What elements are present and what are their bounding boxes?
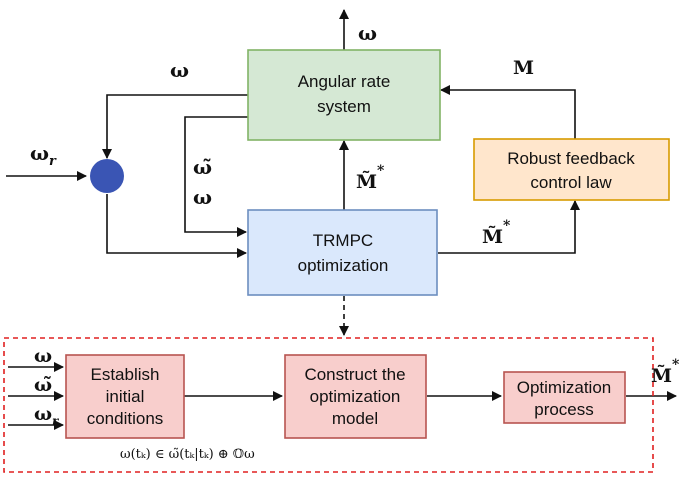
robust-feedback-line-1: Robust feedback xyxy=(507,149,635,168)
svg-text:ω: ω xyxy=(30,141,49,165)
summing-junction xyxy=(90,159,124,193)
svg-text:ω: ω xyxy=(34,403,52,425)
trmpc-block: TRMPC optimization xyxy=(247,209,438,296)
label-omega-feedback: ω xyxy=(170,58,189,82)
establish-line-1: Establish xyxy=(91,365,160,384)
trmpc-line-1: TRMPC xyxy=(313,231,373,250)
establish-conditions-block: Establish initial conditions xyxy=(65,354,185,439)
angular-rate-line-2: system xyxy=(317,97,371,116)
trmpc-detail-frame xyxy=(3,337,654,473)
robust-feedback-block: Robust feedback control law xyxy=(473,138,670,201)
opt-process-line-2: process xyxy=(534,400,594,419)
establish-line-2: initial xyxy=(106,387,145,406)
arrow-trmpc-to-feedback xyxy=(438,200,580,254)
construct-model-block: Construct the optimization model xyxy=(284,354,427,439)
label-input-omega: ω xyxy=(34,345,52,367)
label-output-M-tilde-star: M̃ * xyxy=(651,357,680,387)
opt-process-line-1: Optimization xyxy=(517,378,611,397)
angular-rate-line-1: Angular rate xyxy=(298,72,391,91)
label-M-tilde-star-vertical: M̃ * xyxy=(356,163,385,193)
label-omega-r: ω r xyxy=(30,141,57,169)
label-omega-state: ω xyxy=(193,185,212,209)
label-omega-output: ω xyxy=(358,21,377,45)
label-M: M xyxy=(513,57,534,79)
svg-text:M̃: M̃ xyxy=(482,226,503,248)
svg-text:*: * xyxy=(503,218,511,234)
label-omega-tilde: ω̃ xyxy=(193,155,212,179)
robust-feedback-line-2: control law xyxy=(530,173,612,192)
svg-text:*: * xyxy=(377,163,385,179)
svg-text:r: r xyxy=(52,414,60,428)
label-input-omega-tilde: ω̃ xyxy=(34,374,52,396)
svg-text:r: r xyxy=(49,154,57,169)
constraint-expression: ω(tₖ) ∈ ω̃(tₖ|tₖ) ⊕ 𝕆ω xyxy=(120,447,255,462)
construct-line-2: optimization xyxy=(310,387,401,406)
trmpc-line-2: optimization xyxy=(298,256,389,275)
construct-line-1: Construct the xyxy=(304,365,405,384)
label-M-tilde-star-horizontal: M̃ * xyxy=(482,218,511,248)
construct-line-3: model xyxy=(332,409,378,428)
angular-rate-system-block: Angular rate system xyxy=(247,49,441,141)
svg-text:M̃: M̃ xyxy=(651,365,672,387)
svg-text:M̃: M̃ xyxy=(356,171,377,193)
arrow-omega-feedback xyxy=(102,94,248,159)
arrow-feedback-to-system xyxy=(440,85,576,139)
establish-line-3: conditions xyxy=(87,409,164,428)
svg-text:*: * xyxy=(672,357,680,373)
connection-lines xyxy=(6,9,677,430)
arrow-junction-to-trmpc xyxy=(106,194,247,258)
optimization-process-block: Optimization process xyxy=(503,371,626,424)
label-input-omega-r: ω r xyxy=(34,403,60,428)
arrow-state-to-trmpc xyxy=(184,116,248,237)
